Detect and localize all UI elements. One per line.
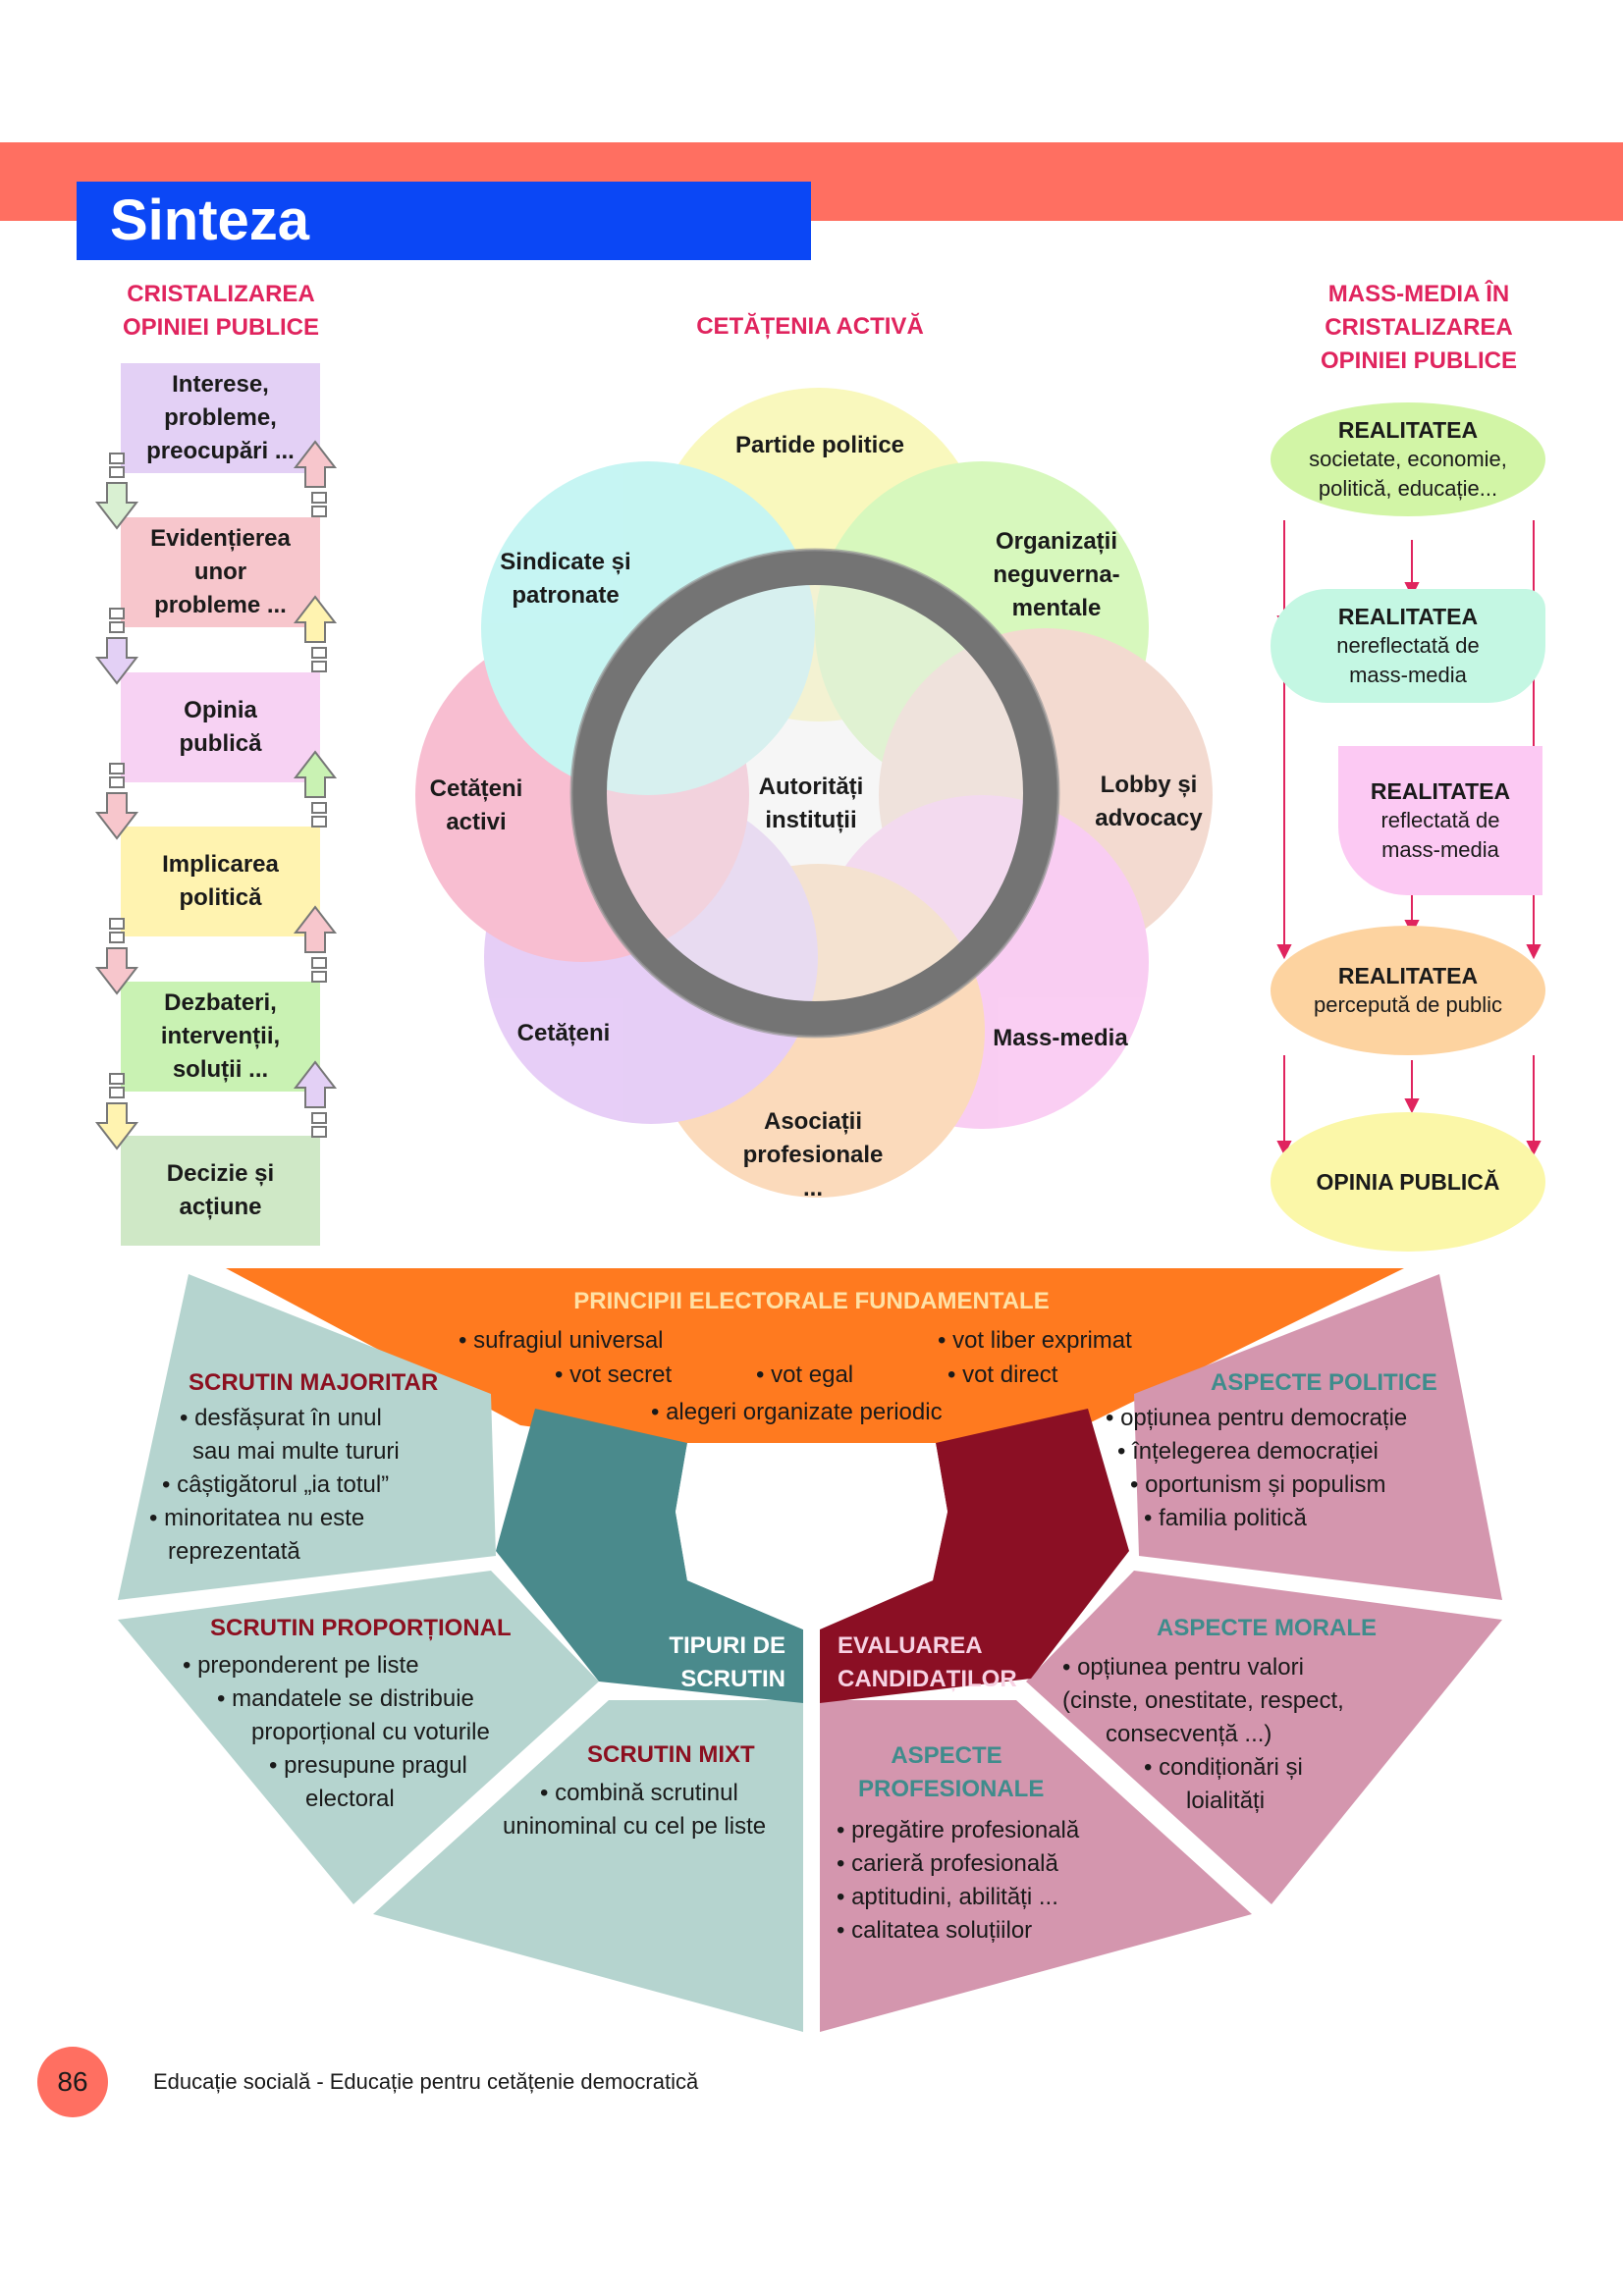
- principle-direct: • vot direct: [947, 1362, 1058, 1388]
- principle-universal: • sufragiul universal: [459, 1327, 664, 1354]
- politice-title: ASPECTE POLITICE: [1211, 1369, 1437, 1396]
- evaluarea-panel: [820, 1409, 1129, 1703]
- profesionale-panel: [820, 1700, 1252, 2032]
- principles-panel: [226, 1268, 1404, 1449]
- profesionale-line-1: • pregătire profesională: [837, 1817, 1080, 1843]
- center-heading: CETĂȚENIA ACTIVĂ: [696, 313, 924, 340]
- down-arrow-3-icon: [94, 763, 139, 840]
- majoritar-line-2: sau mai multe tururi: [192, 1438, 400, 1465]
- up-arrow-2-icon: [293, 595, 338, 672]
- down-arrow-1-icon: [94, 453, 139, 530]
- step-dezbateri: Dezbateri,intervenții,soluții ...: [121, 982, 320, 1092]
- morale-line-2: (cinste, onestitate, respect,: [1062, 1687, 1344, 1714]
- active-citizenship-diagram: [415, 388, 1213, 1198]
- opinia-publica-oval: OPINIA PUBLICĂ: [1271, 1112, 1545, 1252]
- profesionale-line-2: • carieră profesională: [837, 1850, 1058, 1877]
- mixt-line-2: uninominal cu cel pe liste: [503, 1813, 767, 1840]
- realitatea-1: REALITATEA societate, economie, politică…: [1271, 402, 1545, 516]
- majoritar-line-4: • minoritatea nu este: [149, 1505, 365, 1531]
- politice-line-4: • familia politică: [1144, 1505, 1307, 1531]
- center-hole: [676, 1443, 947, 1629]
- mixt-line-1: • combină scrutinul: [540, 1780, 738, 1806]
- morale-line-3: consecvență ...): [1106, 1721, 1272, 1747]
- electoral-diagram: [118, 1268, 1502, 2032]
- realitatea-3: REALITATEA reflectată de mass-media: [1338, 746, 1542, 895]
- politice-panel: [1134, 1274, 1502, 1600]
- title-box: [77, 182, 811, 260]
- proportional-title: SCRUTIN PROPORȚIONAL: [210, 1615, 512, 1641]
- tipuri-panel: [496, 1409, 803, 1703]
- morale-title: ASPECTE MORALE: [1157, 1615, 1378, 1641]
- principles-heading: PRINCIPII ELECTORALE FUNDAMENTALE: [573, 1288, 1050, 1314]
- left-heading: CRISTALIZAREA OPINIEI PUBLICE: [122, 281, 320, 341]
- proportional-panel: [118, 1571, 599, 1904]
- morale-line-1: • opțiunea pentru valori: [1062, 1654, 1304, 1681]
- down-arrow-2-icon: [94, 608, 139, 685]
- morale-panel: [1026, 1571, 1502, 1904]
- up-arrow-3-icon: [293, 750, 338, 828]
- down-arrow-5-icon: [94, 1073, 139, 1150]
- proportional-line-5: electoral: [305, 1786, 395, 1812]
- morale-line-5: loialități: [1186, 1788, 1266, 1814]
- politice-line-3: • oportunism și populism: [1130, 1471, 1386, 1498]
- mixt-panel: [373, 1700, 803, 2032]
- proportional-line-1: • preponderent pe liste: [183, 1652, 419, 1679]
- up-arrow-4-icon: [293, 905, 338, 983]
- down-arrow-4-icon: [94, 918, 139, 995]
- principle-egal: • vot egal: [756, 1362, 854, 1388]
- up-arrow-1-icon: [293, 440, 338, 517]
- left-flow-arrows: [94, 440, 338, 1150]
- footer-text: Educație socială - Educație pentru cetăț…: [153, 2069, 699, 2094]
- right-heading: MASS-MEDIA ÎN CRISTALIZAREA OPINIEI PUBL…: [1320, 281, 1518, 374]
- majoritar-line-5: reprezentată: [168, 1538, 300, 1565]
- step-interese: Interese,probleme,preocupări ...: [121, 363, 320, 473]
- tipuri-label: TIPURI DE SCRUTIN: [669, 1632, 785, 1692]
- politice-line-2: • înțelegerea democrației: [1117, 1438, 1379, 1465]
- realitatea-2: REALITATEA nereflectată de mass-media: [1271, 589, 1545, 703]
- proportional-line-3: proporțional cu voturile: [251, 1719, 490, 1745]
- center-ring: [571, 550, 1058, 1037]
- label-partide: Partide politice: [734, 432, 905, 458]
- label-mass-media: Mass-media: [993, 1025, 1128, 1051]
- realitatea-4: REALITATEA percepută de public: [1271, 926, 1545, 1055]
- profesionale-title: ASPECTE PROFESIONALE: [858, 1742, 1045, 1802]
- profesionale-line-3: • aptitudini, abilități ...: [837, 1884, 1058, 1910]
- proportional-line-4: • presupune pragul: [269, 1752, 467, 1779]
- majoritar-line-3: • câștigătorul „ia totul”: [162, 1471, 390, 1498]
- up-arrow-5-icon: [293, 1060, 338, 1138]
- principle-periodic: • alegeri organizate periodic: [651, 1399, 943, 1425]
- principle-secret: • vot secret: [555, 1362, 673, 1388]
- proportional-line-2: • mandatele se distribuie: [217, 1685, 474, 1712]
- mixt-title: SCRUTIN MIXT: [587, 1741, 755, 1768]
- page-title: Sinteza: [110, 188, 310, 252]
- principle-liber: • vot liber exprimat: [938, 1327, 1132, 1354]
- profesionale-line-4: • calitatea soluțiilor: [837, 1917, 1033, 1944]
- majoritar-panel: [118, 1274, 496, 1600]
- evaluarea-label: EVALUAREA CANDIDAȚILOR: [838, 1632, 1017, 1692]
- center-fill: [589, 567, 1041, 1019]
- majoritar-line-1: • desfășurat în unul: [180, 1405, 382, 1431]
- page-number: 86: [37, 2047, 108, 2117]
- politice-line-1: • opțiunea pentru democrație: [1106, 1405, 1408, 1431]
- majoritar-title: SCRUTIN MAJORITAR: [189, 1369, 439, 1396]
- label-cetateni: Cetățeni: [516, 1020, 611, 1046]
- morale-line-4: • condiționări și: [1144, 1754, 1303, 1781]
